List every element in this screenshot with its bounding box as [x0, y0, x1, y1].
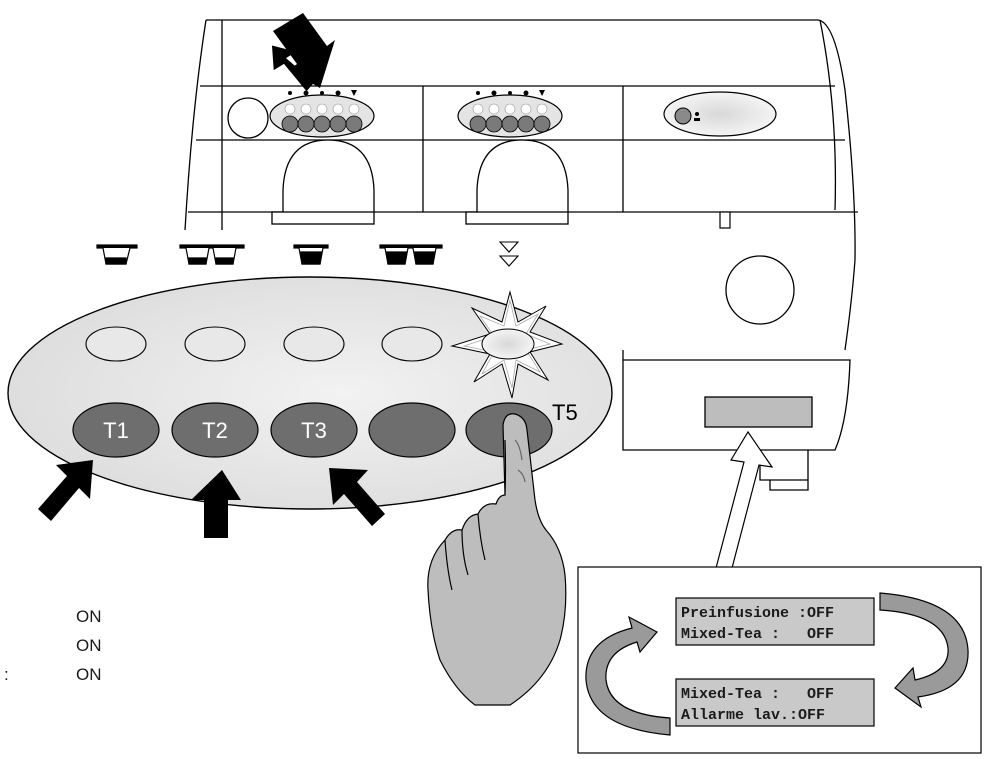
button-t4[interactable] — [368, 402, 456, 458]
mini-keypad-left — [269, 90, 375, 138]
keypad-panel — [7, 276, 613, 510]
led-3 — [283, 326, 345, 362]
continuous-dispense-icon — [498, 241, 520, 267]
settings-value-3: ON — [76, 665, 102, 684]
steam-knob[interactable] — [227, 97, 269, 139]
two-large-cups-icon — [379, 244, 443, 265]
cycle-arrow-right-icon — [879, 592, 969, 709]
settings-list: ON ON : ON — [4, 607, 102, 684]
pointer-arrows-bottom — [38, 460, 385, 538]
cup-icons-row — [96, 241, 520, 267]
settings-value-2: ON — [76, 636, 102, 655]
arrow-t3-icon — [329, 468, 385, 526]
button-t2-label: T2 — [202, 418, 228, 443]
button-t1-label: T1 — [103, 418, 129, 443]
blinking-led-5 — [450, 290, 564, 399]
lcd-screen-1-line-1: Preinfusione :OFF — [681, 605, 834, 622]
lcd-screen-2-line-2: Allarme lav.:OFF — [681, 707, 825, 724]
button-t5-label: T5 — [552, 400, 578, 425]
gauge-circle — [725, 255, 795, 325]
arrow-t2-icon — [191, 470, 241, 538]
lcd-screen-1-line-2: Mixed-Tea : OFF — [681, 626, 834, 643]
button-t2[interactable] — [171, 402, 259, 458]
callout-arrow — [715, 430, 774, 569]
hand-icon — [427, 413, 567, 706]
large-cup-icon — [293, 244, 329, 265]
led-1 — [85, 326, 147, 362]
single-cup-icon — [96, 244, 138, 265]
lcd-screen-2-line-1: Mixed-Tea : OFF — [681, 686, 834, 703]
lcd-screen-2 — [675, 678, 875, 727]
water-spout — [719, 211, 731, 229]
button-t3-label: T3 — [301, 418, 327, 443]
two-cups-icon — [179, 244, 245, 265]
settings-value-1: ON — [76, 607, 102, 626]
settings-prefix-3: : — [4, 665, 9, 684]
led-4 — [381, 326, 443, 362]
button-t1[interactable] — [72, 402, 160, 458]
group-head-left — [271, 139, 375, 225]
lcd-screen-1 — [675, 597, 875, 646]
button-row: T1 T2 T3 T5 — [72, 400, 578, 458]
mini-keypad-right — [457, 90, 563, 138]
led-2 — [184, 326, 246, 362]
group-head-right — [465, 139, 569, 225]
cycle-arrow-left-icon — [585, 615, 671, 736]
button-t3[interactable] — [270, 402, 358, 458]
pointer-arrow-top-shaft — [273, 13, 335, 88]
arrow-t1-icon — [38, 460, 93, 521]
cycle-arrows — [585, 592, 969, 736]
display-housing — [622, 350, 851, 491]
led-row — [85, 326, 443, 362]
hot-water-control — [663, 91, 777, 137]
